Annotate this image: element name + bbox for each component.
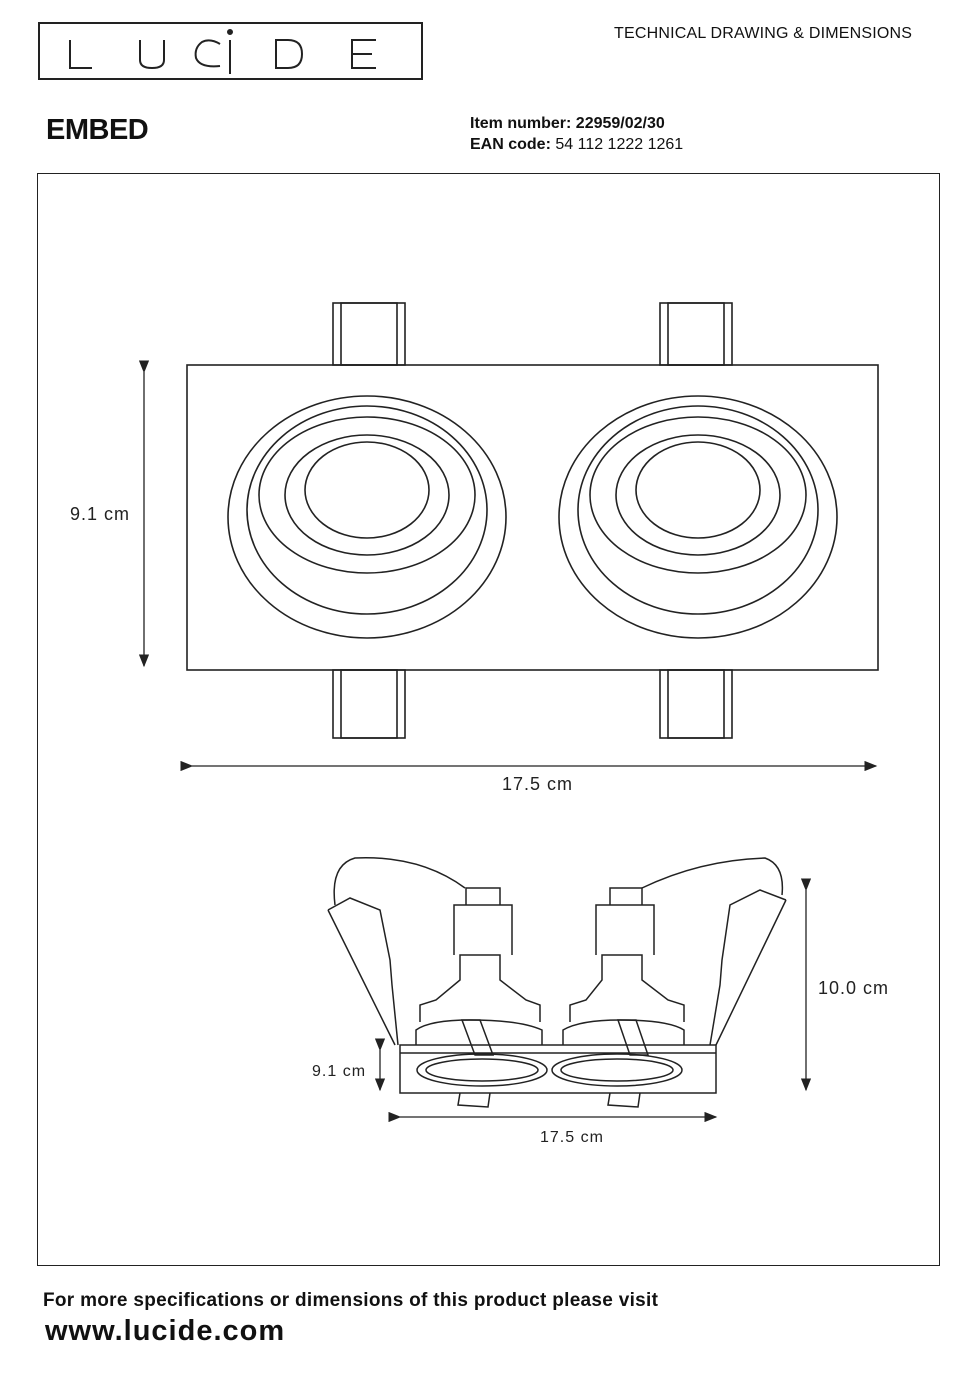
item-number-label: Item number: — [470, 115, 572, 132]
product-name: EMBED — [46, 114, 149, 146]
document-title: TECHNICAL DRAWING & DIMENSIONS — [614, 25, 913, 42]
website-link[interactable]: www.lucide.com — [45, 1315, 286, 1347]
ean-label: EAN code: — [470, 136, 551, 153]
dim-side-frame-height: 9.1 cm — [312, 1063, 366, 1080]
footer-text: For more specifications or dimensions of… — [43, 1290, 659, 1311]
logo-lettering — [69, 29, 376, 74]
dim-top-width: 17.5 cm — [502, 774, 573, 794]
ean-code: 54 112 1222 1261 — [555, 136, 684, 153]
product-meta: Item number: 22959/02/30 EAN code: 54 11… — [470, 113, 683, 155]
dim-top-height: 9.1 cm — [70, 504, 130, 524]
dim-side-width: 17.5 cm — [540, 1129, 604, 1146]
item-number: 22959/02/30 — [575, 115, 665, 132]
dim-side-height: 10.0 cm — [818, 978, 889, 998]
spot-right — [558, 395, 838, 639]
drawing-frame — [37, 173, 940, 1266]
lucide-logo — [38, 22, 423, 80]
side-view — [327, 857, 787, 1108]
top-view — [186, 302, 879, 739]
spot-left — [227, 395, 507, 639]
